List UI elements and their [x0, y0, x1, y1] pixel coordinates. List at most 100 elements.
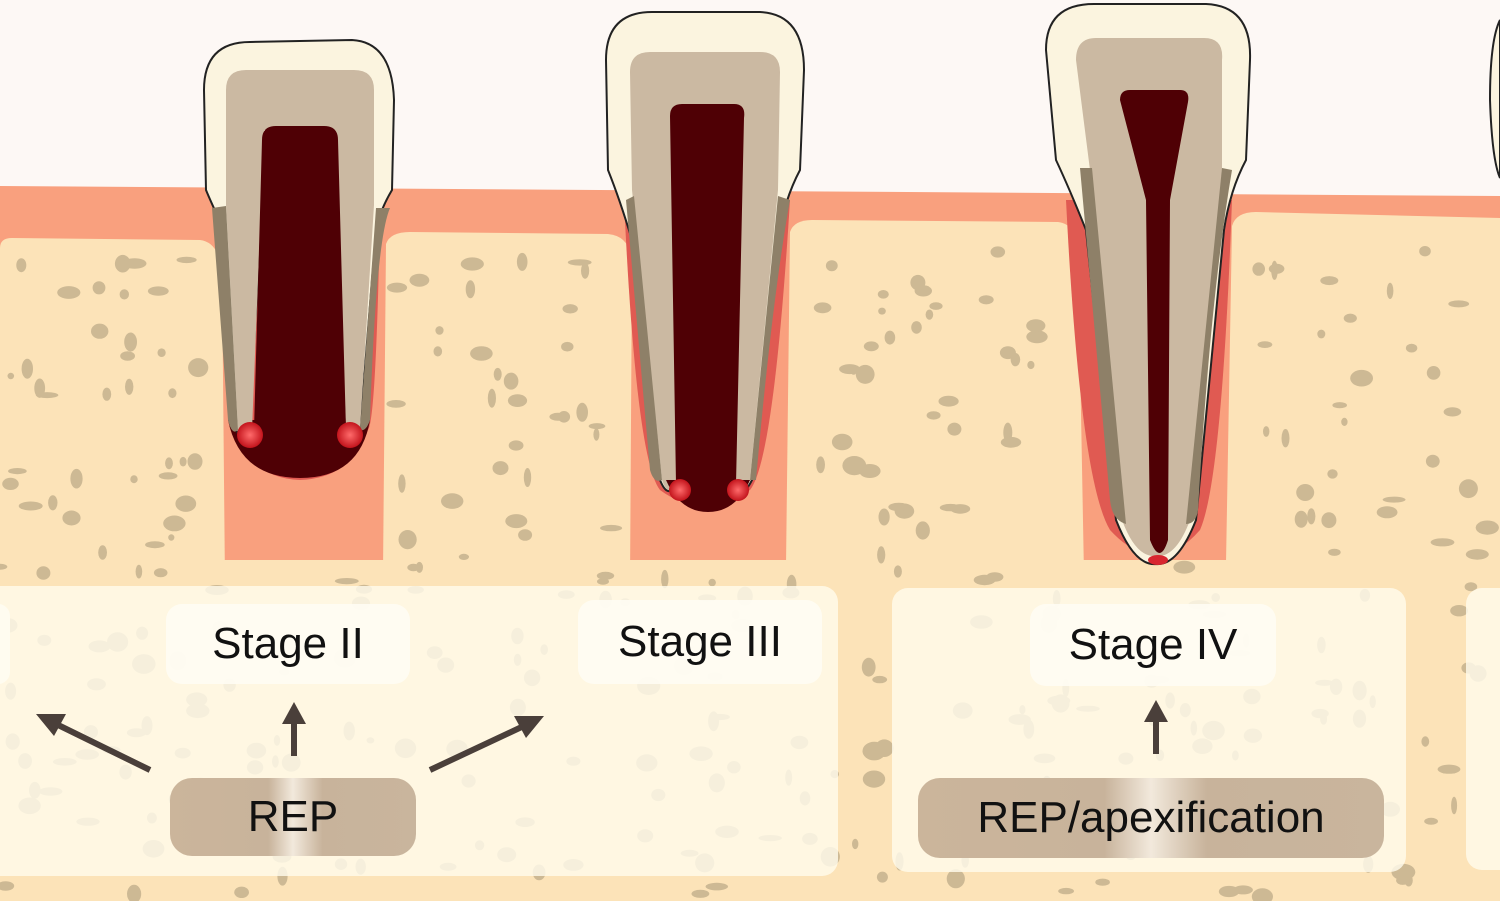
bone-spot — [562, 304, 578, 314]
procedure-rep: REP — [170, 778, 416, 856]
bone-spot — [946, 869, 965, 889]
apex-blood — [727, 479, 749, 501]
bone-spot — [852, 838, 859, 850]
bone-spot — [888, 502, 910, 512]
bone-spot — [1437, 764, 1461, 774]
tooth-stage-ii — [202, 38, 396, 480]
bone-spot — [661, 569, 669, 589]
bone-spot — [1458, 479, 1478, 499]
arrow-to-stage-iii — [428, 716, 544, 773]
bone-spot — [1426, 366, 1441, 380]
bone-spot — [21, 358, 33, 379]
bone-spot — [990, 246, 1006, 258]
bone-spot — [861, 657, 876, 677]
bone-spot — [119, 289, 129, 300]
bone-spot — [938, 395, 959, 407]
bone-spot — [1294, 510, 1308, 528]
bone-spot — [125, 378, 134, 395]
bone-spot — [1396, 876, 1410, 885]
bone-spot — [1386, 282, 1394, 299]
bone-spot — [1405, 343, 1418, 353]
bone-spot — [1296, 484, 1315, 501]
bone-spot — [508, 440, 524, 451]
pulp — [254, 126, 346, 430]
arrow-to-stage-iv — [1144, 700, 1168, 754]
bone-spot — [35, 392, 59, 399]
bone-spot — [234, 886, 250, 898]
bone-spot — [929, 302, 943, 310]
bone-spot — [893, 565, 902, 578]
bone-spot — [1218, 885, 1240, 898]
bone-spot — [518, 529, 533, 541]
bone-spot — [458, 553, 469, 561]
bone-spot — [435, 326, 444, 335]
bone-spot — [505, 514, 528, 529]
bone-spot — [978, 295, 994, 305]
bone-spot — [398, 530, 417, 550]
procedure-rep-apexification: REP/apexification — [918, 778, 1384, 858]
bone-spot — [705, 882, 728, 891]
bone-spot — [1464, 582, 1478, 592]
bone-spot — [179, 456, 187, 467]
bone-spot — [1307, 508, 1316, 525]
bone-spot — [465, 280, 476, 299]
bone-spot — [1425, 454, 1440, 468]
bone-spot — [596, 571, 615, 580]
bone-spot — [114, 254, 131, 273]
bone-spot — [18, 501, 43, 511]
cementum — [1080, 168, 1232, 524]
bone-spot — [878, 307, 886, 315]
bone-spot — [1424, 817, 1438, 825]
bone-spot — [1382, 496, 1406, 503]
bone-spot — [561, 341, 574, 352]
stage-iii-label: Stage III — [578, 600, 822, 684]
bone-spot — [163, 515, 186, 532]
bone-spot — [600, 524, 623, 532]
bone-spot — [986, 572, 1004, 582]
bone-spot — [1430, 538, 1455, 547]
bone-spot — [127, 884, 142, 901]
bone-spot — [1257, 341, 1273, 348]
stage-iv-label: Stage IV — [1030, 604, 1276, 686]
bone-spot — [877, 546, 886, 564]
bone-spot — [7, 372, 15, 380]
apex-blood — [237, 422, 263, 448]
bone-spot — [1327, 469, 1338, 479]
bone-spot — [1321, 512, 1337, 529]
bone-spot — [175, 495, 197, 512]
bone-spot — [813, 302, 832, 314]
bone-spot — [1281, 429, 1290, 448]
bone-spot — [407, 563, 420, 572]
bone-spot — [910, 274, 926, 291]
bone-spot — [876, 871, 888, 883]
bone-spot — [1263, 426, 1270, 437]
bone-spot — [157, 348, 166, 358]
bone-spot — [947, 422, 962, 436]
bone-spot — [158, 472, 178, 480]
arrows — [36, 700, 1168, 773]
bone-spot — [877, 290, 889, 299]
stage-box-partial-left — [0, 604, 10, 684]
bone-spot — [168, 388, 177, 399]
bone-spot — [57, 286, 81, 299]
bone-spot — [120, 351, 135, 361]
bone-spot — [1173, 560, 1196, 574]
bone-spot — [926, 411, 941, 420]
bone-spot — [1271, 260, 1278, 280]
bone-spot — [441, 493, 464, 509]
bone-spot — [98, 545, 107, 560]
bone-spot — [91, 323, 109, 339]
bone-spot — [48, 495, 58, 511]
apex-blood — [669, 479, 691, 501]
bone-spot — [875, 739, 894, 757]
bone-spot — [842, 456, 867, 476]
bone-spot — [92, 281, 106, 295]
bone-spot — [1320, 276, 1339, 286]
tooth-partial-right — [1488, 19, 1500, 179]
bone-spot — [1026, 330, 1048, 344]
bone-spot — [581, 262, 590, 279]
bone-spot — [691, 889, 710, 898]
bone-spot — [597, 578, 609, 585]
bone-spot — [70, 468, 83, 489]
bone-spot — [1328, 548, 1341, 556]
